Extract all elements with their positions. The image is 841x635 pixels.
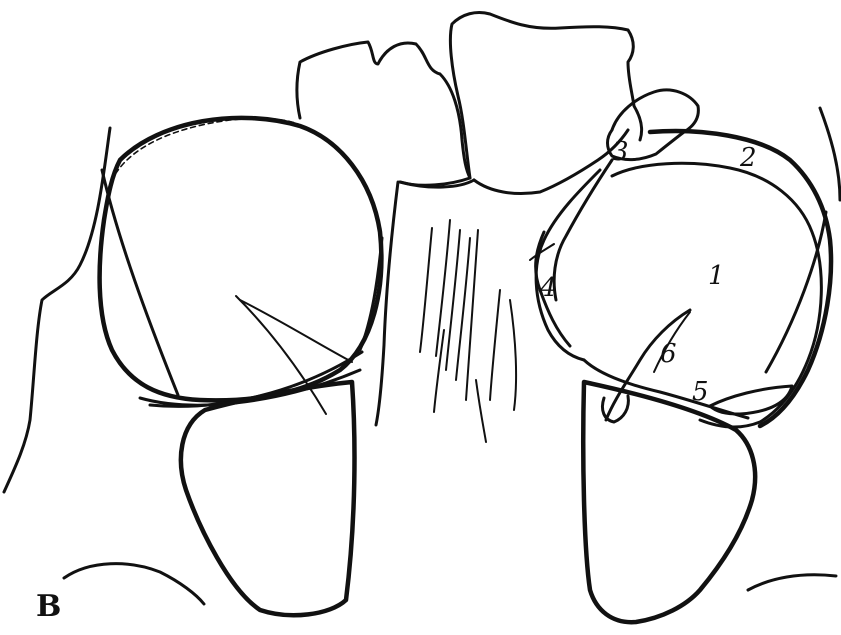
structure-6-spike — [606, 310, 690, 420]
left-lower-block — [181, 382, 355, 615]
bottom-left-arc — [64, 564, 204, 604]
label-2: 2 — [739, 143, 757, 173]
panel-label: B — [36, 589, 61, 624]
label-3: 3 — [612, 137, 629, 167]
right-outer-contour — [820, 108, 840, 200]
label-4: 4 — [539, 273, 557, 303]
right-orbit-medial-contour — [536, 170, 600, 360]
septum-stroke-8 — [510, 300, 516, 410]
left-orbit-dashed-rim — [108, 118, 298, 190]
left-orbit-inner-spike-2 — [240, 300, 352, 362]
left-upper-lobe — [297, 42, 470, 185]
septum-stroke-1 — [420, 228, 432, 352]
label-6: 6 — [660, 339, 677, 369]
left-orbit-oblique-line — [102, 170, 178, 395]
septum-stroke-6 — [434, 330, 444, 412]
right-orbit-rim-arc — [650, 131, 831, 426]
left-orbit-outline — [100, 118, 382, 400]
bottom-right-arc — [748, 575, 836, 590]
septum-stroke-9 — [476, 380, 486, 442]
label-1: 1 — [708, 261, 725, 291]
right-upper-lobe-lower-edge — [474, 130, 628, 194]
right-lower-block — [583, 382, 755, 622]
septum-stroke-7 — [490, 290, 500, 400]
left-outer-contour — [4, 128, 110, 492]
label-5: 5 — [692, 377, 709, 407]
